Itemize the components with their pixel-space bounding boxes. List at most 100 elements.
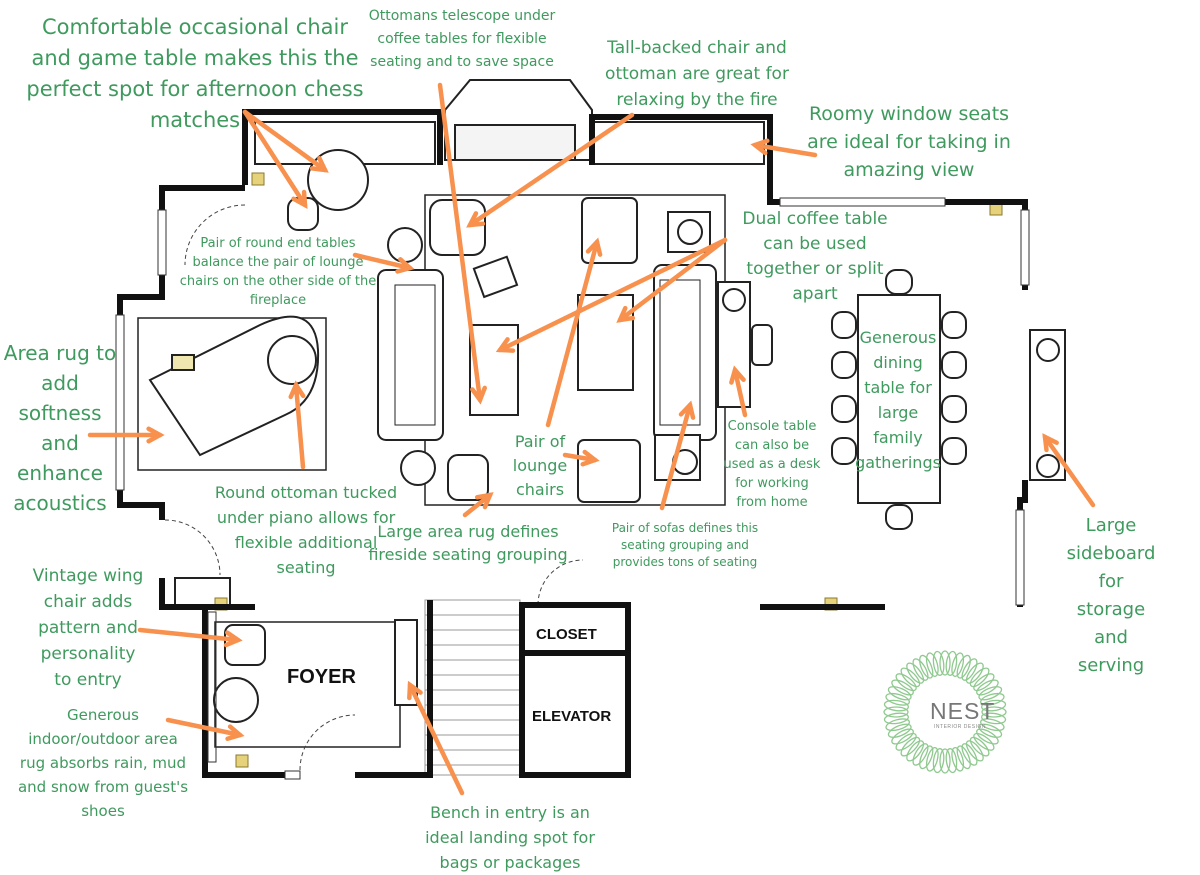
annotation-arrows: [87, 82, 1096, 796]
arrowhead: [616, 305, 636, 323]
arrowhead: [146, 426, 165, 444]
lounge-chair-bottom: [577, 439, 641, 503]
annotation-arrow: [545, 239, 600, 428]
elevator-box: [519, 650, 631, 778]
end-table: [400, 450, 436, 486]
ottoman-small: [472, 255, 519, 299]
logo-loop: [945, 748, 958, 774]
annotation-lounge-chairs: Pair of lounge chairs: [512, 432, 568, 499]
dining-chairs: [831, 269, 967, 530]
arrowhead: [395, 257, 415, 274]
annotation-ottomans: Ottomans telescope under coffee tables f…: [368, 8, 556, 70]
annotation-arrow: [497, 237, 728, 353]
wall-left: [117, 185, 245, 520]
logo-loop: [973, 673, 995, 692]
lamp: [1036, 454, 1060, 478]
logo-loop: [912, 658, 929, 681]
arrowhead: [309, 156, 329, 173]
hearth: [454, 124, 576, 161]
logo-loop: [980, 692, 1005, 706]
annotation-chess: Comfortable occasional chair and game ta…: [26, 15, 364, 132]
logo-loop: [891, 728, 914, 745]
annotation-arrow: [165, 717, 243, 738]
arrowhead: [225, 724, 245, 742]
entry-round-table: [213, 677, 259, 723]
annotation-end-tables: Pair of round end tables balance the pai…: [179, 236, 377, 308]
logo-loop: [939, 650, 951, 676]
logo-name: NEST: [930, 698, 996, 724]
furniture-layer: [137, 79, 1066, 776]
arrowhead: [678, 400, 696, 420]
logo-loop: [976, 728, 999, 745]
arrowhead: [750, 138, 770, 156]
annotation-sofas: Pair of sofas defines this seating group…: [611, 521, 759, 569]
logo-loop: [891, 679, 914, 696]
annotation-tall-chair: Tall-backed chair and ottoman are great …: [605, 38, 789, 110]
annotation-large-rug: Large area rug defines fireside seating …: [368, 522, 568, 564]
windows: [115, 197, 1030, 780]
annotation-area-rug: Area rug to add softness and enhance aco…: [3, 341, 117, 515]
arrowhead: [580, 449, 600, 467]
logo-loop: [932, 748, 945, 774]
logo-loop: [961, 743, 978, 766]
dining-table: [857, 294, 941, 504]
logo-loop: [883, 712, 909, 725]
annotation-arrow: [137, 627, 241, 643]
annotation-arrow: [242, 109, 328, 173]
piano-bench: [171, 354, 195, 371]
annotation-coffee-table: Dual coffee table can be used together o…: [742, 209, 888, 304]
logo-loop: [951, 747, 965, 772]
logo-loop: [980, 718, 1005, 732]
logo-loop: [981, 712, 1007, 725]
logo-loop: [956, 745, 971, 770]
logo-loop: [981, 706, 1007, 718]
arrowhead: [474, 492, 494, 510]
logo-loop: [956, 654, 971, 679]
round-ottoman: [267, 335, 317, 385]
lamp: [722, 288, 746, 312]
annotation-arrow: [437, 82, 483, 403]
annotation-arrow: [752, 142, 818, 158]
logo-loop: [973, 732, 995, 751]
logo-loop: [961, 658, 978, 681]
arrowhead: [585, 237, 603, 257]
lounge-chair-small: [447, 454, 489, 501]
annotation-arrow: [242, 109, 308, 208]
annotation-window-seats: Roomy window seats are ideal for taking …: [807, 103, 1011, 181]
logo-loop: [951, 652, 965, 677]
logo-subtitle: INTERIOR DESIGN: [934, 724, 986, 730]
game-table: [307, 149, 369, 211]
annotation-entry-rug: Generous indoor/outdoor area rug absorbs…: [17, 706, 189, 820]
wall-foyer-bottom: [355, 600, 433, 778]
logo-loop: [906, 740, 925, 762]
logo-loop: [965, 662, 984, 684]
annotation-wing-chair: Vintage wing chair adds pattern and pers…: [32, 566, 144, 690]
annotation-arrow: [617, 237, 728, 323]
walls: [117, 109, 1028, 778]
logo-loop: [885, 718, 910, 732]
logo-loop: [925, 652, 939, 677]
room-label-closet: CLOSET: [536, 626, 597, 643]
annotation-arrow: [407, 682, 465, 796]
logo-loop: [895, 673, 917, 692]
logo-loop: [885, 692, 910, 706]
logo-loop: [978, 686, 1003, 701]
annotation-bench: Bench in entry is an ideal landing spot …: [425, 803, 595, 872]
arrowhead: [288, 380, 306, 400]
logo-loop: [976, 679, 999, 696]
logo-loop: [883, 699, 909, 712]
sofa-left: [377, 269, 444, 441]
logo-loop: [912, 743, 929, 766]
annotation-dining: Generous dining table for large family g…: [855, 328, 941, 472]
logo-loop: [969, 736, 990, 757]
annotation-console: Console table can also be used as a desk…: [723, 419, 821, 510]
sofa-right-seat: [659, 279, 701, 426]
room-label-foyer: FOYER: [287, 666, 356, 688]
logo-loop: [981, 699, 1007, 712]
lamp: [677, 219, 703, 245]
arrowhead: [495, 337, 516, 353]
lamp: [1036, 338, 1060, 362]
end-table: [387, 227, 423, 263]
door-swings: [164, 204, 584, 771]
